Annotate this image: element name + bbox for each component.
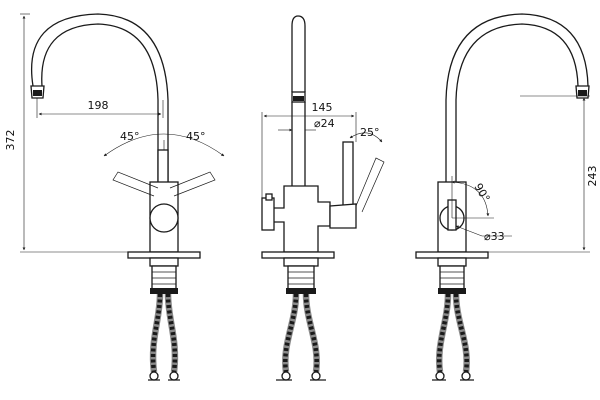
rear-angle-label: 90° [471, 181, 492, 204]
rear-shank [438, 265, 466, 294]
rear-angle-arc [451, 180, 490, 217]
rear-supply-hoses [432, 293, 474, 381]
side-depth-label: 145 [312, 101, 333, 114]
side-angle-label: 25° [360, 126, 380, 139]
rear-view: 90° ⌀33 243 [415, 13, 599, 381]
rear-diameter-leader [455, 225, 483, 237]
rear-spout [445, 13, 589, 186]
side-base-plate [261, 251, 335, 259]
rear-spout-tip [575, 85, 590, 99]
front-shank [150, 265, 178, 294]
side-view: 145 ⌀24 25° [261, 15, 385, 381]
rear-diameter-label: ⌀33 [484, 230, 505, 243]
front-supply-hoses [148, 293, 180, 381]
side-spout [291, 15, 306, 92]
side-shank [286, 265, 316, 294]
front-lever-swing-left [112, 171, 159, 197]
front-spout-tip [30, 85, 45, 99]
front-cartridge-cap [149, 203, 179, 233]
side-body [271, 185, 331, 253]
rear-base-plate [415, 251, 489, 259]
side-diameter-label: ⌀24 [314, 117, 335, 130]
front-angle-arc [103, 133, 225, 157]
front-angle-left-label: 45° [120, 130, 140, 143]
side-supply-hoses [276, 293, 326, 381]
front-view: 372 198 45° 45° [4, 13, 225, 381]
front-reach-label: 198 [88, 99, 109, 112]
front-height-label: 372 [4, 130, 17, 151]
front-angle-right-label: 45° [186, 130, 206, 143]
side-lever [342, 141, 354, 209]
rear-height-label: 243 [586, 166, 599, 187]
front-lever-swing-right [169, 171, 216, 197]
front-spout [31, 13, 169, 182]
side-lever-tilt [355, 157, 385, 213]
side-knob [261, 197, 275, 231]
front-base-plate [127, 251, 201, 259]
side-angle-arc [349, 132, 383, 143]
